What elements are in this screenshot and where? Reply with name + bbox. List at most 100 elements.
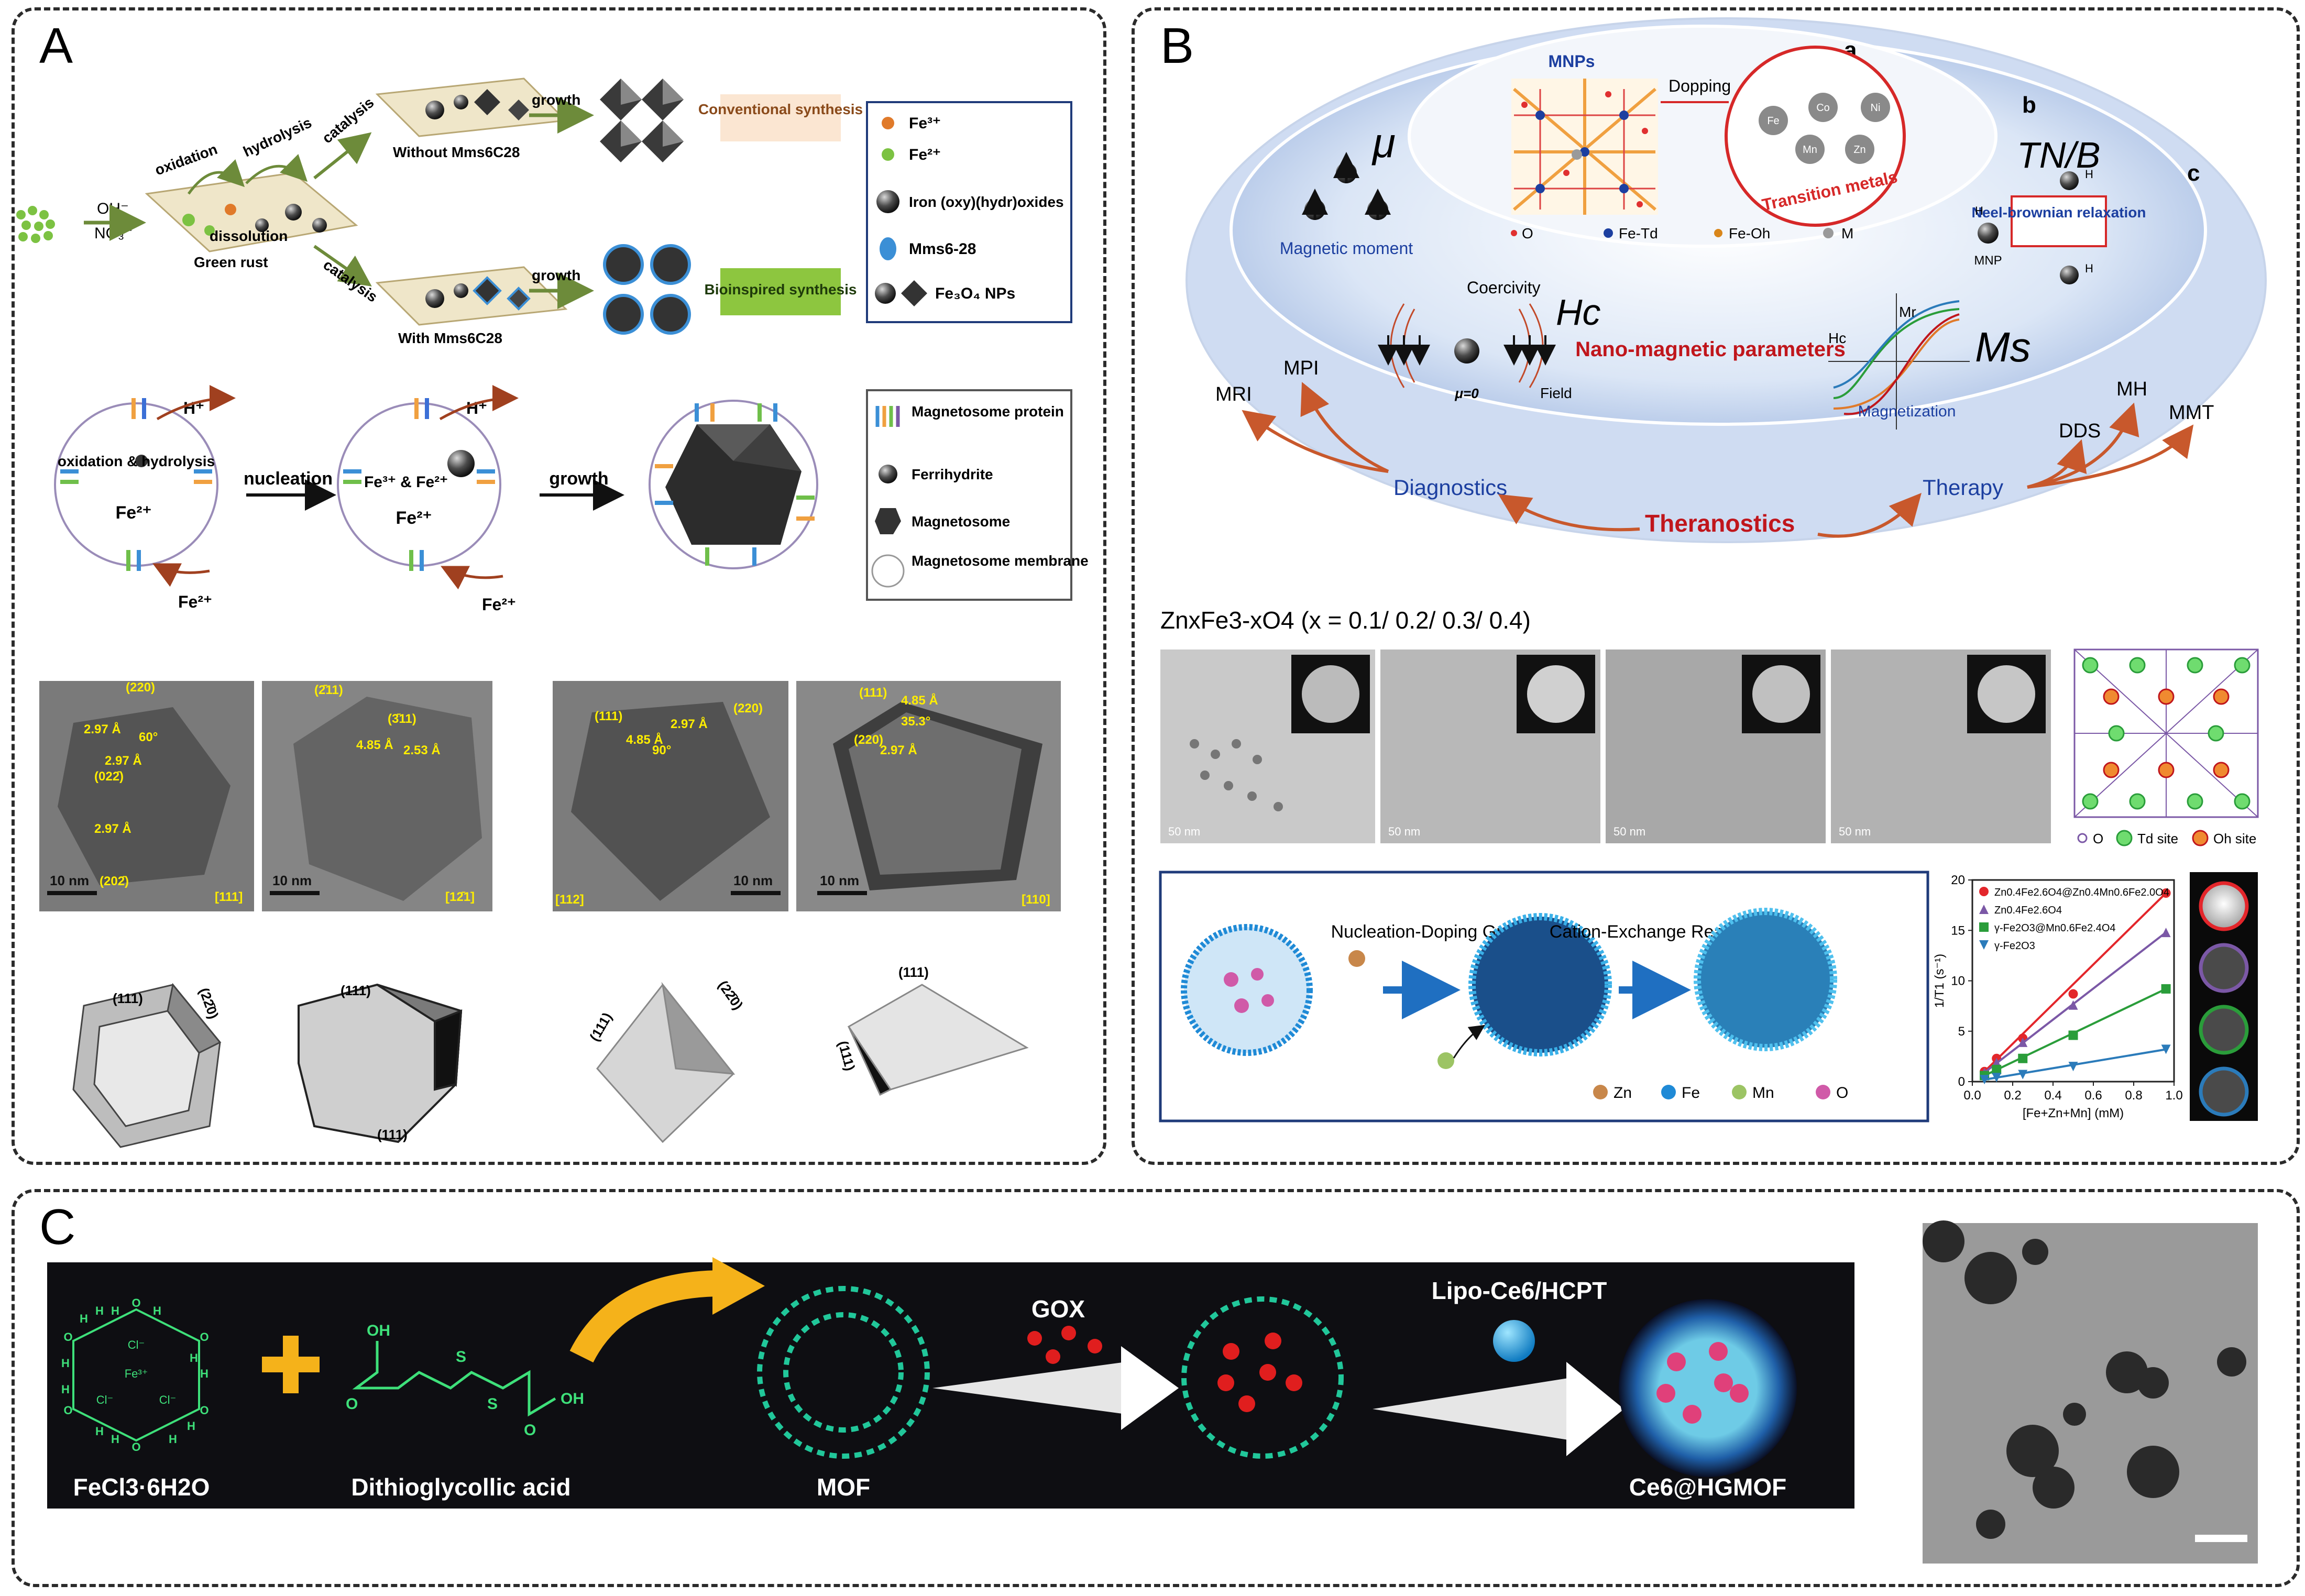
legend-np: Fe₃O₄ NPs <box>935 285 1015 302</box>
panel-a-letter: A <box>39 18 73 74</box>
octahedron-2 <box>847 984 1029 1096</box>
ring-b: b <box>2022 92 2036 118</box>
series-0-point-4 <box>2161 888 2171 898</box>
series-3-point-3 <box>2068 1062 2078 1072</box>
mnp-icon <box>1978 223 1999 244</box>
scheme-zn-ion <box>1348 950 1365 967</box>
step-hydrolysis: hydrolysis <box>240 114 314 160</box>
step-dissolution: dissolution <box>210 228 288 244</box>
catalysis-down-arrow <box>313 245 372 287</box>
tem-b3-scale: 50 nm <box>1613 825 1645 838</box>
legend-protein: Magnetosome protein <box>912 403 1064 420</box>
scheme-legend-fe: Fe <box>1682 1084 1700 1102</box>
complex-h12: H <box>95 1304 104 1317</box>
acid-oh1: OH <box>367 1322 390 1339</box>
phantom-2 <box>2199 1005 2249 1055</box>
y-tick-label-3: 15 <box>1951 923 1965 938</box>
tem2-label-1: 4.85 Å <box>356 738 393 752</box>
tem3-label-2: 2.97 Å <box>671 717 708 731</box>
complex-h6: H <box>169 1433 177 1446</box>
legend-fe3: Fe³⁺ <box>909 115 941 132</box>
complex-center: Fe³⁺ <box>125 1367 148 1380</box>
conventional-octahedra <box>600 79 684 162</box>
x-tick-label-5: 1.0 <box>2165 1088 2182 1103</box>
vesicle2-fe-arrow <box>441 566 503 590</box>
app-mmt: MMT <box>2169 402 2214 424</box>
mr-label: Mr <box>1899 304 1916 320</box>
plate-with-particles <box>425 276 531 311</box>
complex-o1: O <box>131 1296 140 1309</box>
ce6-label: Ce6@HGMOF <box>1629 1473 1786 1501</box>
complex-h11: H <box>80 1312 88 1325</box>
series-2-point-4 <box>2161 984 2171 994</box>
dopant-atoms <box>1759 93 1890 164</box>
dopant-co: Co <box>1816 102 1830 114</box>
h-label-3: H <box>1975 204 1983 217</box>
tem-c <box>1923 1220 2258 1564</box>
legend-ferrihydrite: Ferrihydrite <box>912 466 993 482</box>
tem2-zone: [12̄1] <box>445 890 475 904</box>
dithioglycollic-structure <box>352 1341 556 1417</box>
tem2-label-0: (2̄11) <box>314 683 343 697</box>
series-2-point-2 <box>2018 1053 2028 1063</box>
field-arrows <box>1378 335 1556 366</box>
series-2-point-3 <box>2068 1030 2078 1040</box>
hc-small-label: Hc <box>1828 330 1846 346</box>
panel-a-frame <box>12 7 1106 1165</box>
series-0-line <box>1983 892 2167 1073</box>
dopant-ni: Ni <box>1871 102 1881 114</box>
tem1-label-0: 2.97 Å <box>84 722 121 736</box>
tem3-label-0: (111) <box>595 709 622 723</box>
magnetosome-growth-label: growth <box>549 469 608 489</box>
vesicle2-fe-in: Fe²⁺ <box>482 595 516 614</box>
legend-np-sphere <box>875 283 896 304</box>
series-3-point-2 <box>2018 1070 2028 1080</box>
x-tick-label-2: 0.4 <box>2044 1088 2061 1103</box>
app-mri: MRI <box>1215 383 1252 405</box>
tem1-zone: [111] <box>215 890 243 904</box>
facet1-label-1: (22̄0) <box>196 986 222 1021</box>
hydrolysis-arrow <box>245 154 308 184</box>
conventional-box <box>720 94 841 141</box>
crystal-legend <box>2077 830 2209 846</box>
phantom-0 <box>2199 881 2249 931</box>
tem-a3 <box>553 681 788 911</box>
complex-o5: O <box>63 1404 72 1417</box>
app-arrows <box>1242 382 2194 538</box>
phantom-1 <box>2199 943 2249 993</box>
reagent-no3: NO₃⁻ <box>94 225 133 242</box>
acid-o2: O <box>524 1422 536 1439</box>
growth-top-label: growth <box>532 92 580 108</box>
legend-iron-swatch <box>876 190 899 213</box>
white-arrow-1-head <box>1121 1346 1179 1430</box>
step-oxidation: oxidation <box>152 141 219 179</box>
green-rust-particles <box>182 204 327 236</box>
complex-h9: H <box>61 1383 70 1396</box>
legend-magnetosome: Magnetosome <box>912 513 1010 530</box>
x-tick-label-0: 0.0 <box>1963 1088 1981 1103</box>
series-1-line <box>1983 931 2167 1074</box>
series-0-point-3 <box>2068 989 2078 999</box>
dopant-mn: Mn <box>1803 144 1817 156</box>
legend-marker-2 <box>1979 922 1989 932</box>
legend-membrane: Magnetosome membrane <box>912 553 1089 569</box>
vesicle-1 <box>54 398 218 571</box>
tem4-label-3: (220) <box>854 733 883 747</box>
complex-cl3: Cl⁻ <box>159 1393 176 1406</box>
legend-fe3-swatch <box>882 117 894 129</box>
lipo-sphere <box>1493 1320 1535 1362</box>
doping-label: Dopping <box>1669 76 1731 95</box>
series-3-point-0 <box>1980 1075 1990 1085</box>
scheme-legend <box>1593 1085 1830 1099</box>
series-1-point-2 <box>2018 1037 2028 1047</box>
y-axis-label: 1/T1 (s⁻¹) <box>1933 954 1947 1008</box>
scheme-particle-3 <box>1694 908 1837 1051</box>
ce6-dots <box>1656 1342 1749 1424</box>
inner-ellipse <box>1408 25 1997 248</box>
facet1-label-0: (111) <box>113 990 143 1006</box>
tem2-label-2: 2.53 Å <box>403 743 441 757</box>
magnetic-moment-label-1: Magnetic moment <box>1280 239 1413 258</box>
vesicle1-fe-in: Fe²⁺ <box>178 592 212 611</box>
core-legend-o: O <box>1522 225 1533 241</box>
